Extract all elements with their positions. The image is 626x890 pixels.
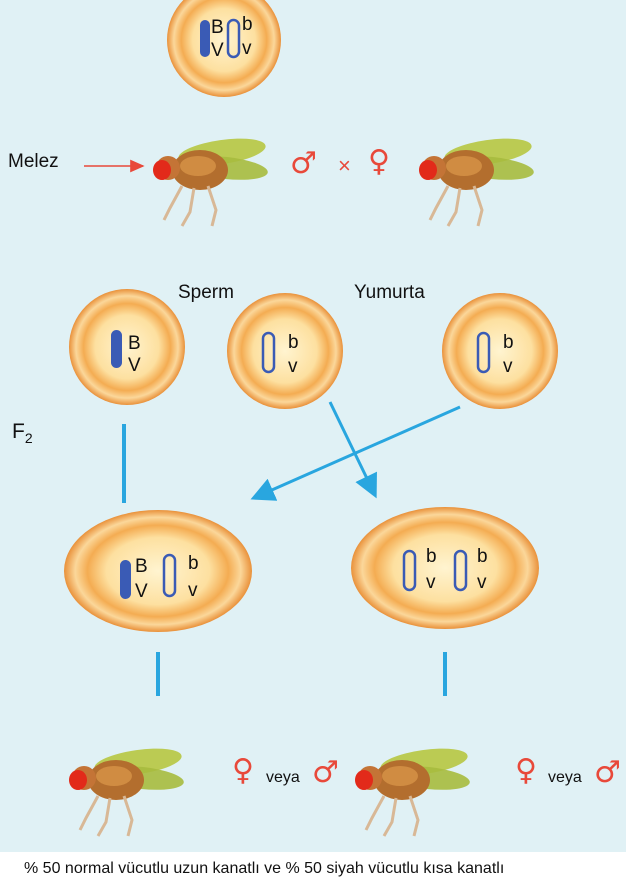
female-icon: ♀ (368, 144, 390, 179)
svg-text:b: b (426, 546, 437, 567)
fly-image-black (355, 744, 471, 836)
generation-label: F2 (12, 420, 33, 446)
allele-label: v (242, 38, 252, 59)
male-icon: ♂ (594, 755, 621, 790)
svg-text:v: v (288, 356, 298, 377)
fertilization-arrow (256, 407, 460, 497)
svg-text:B: B (128, 333, 141, 354)
egg-label: Yumurta (354, 282, 425, 304)
fly-image-male (153, 134, 269, 226)
caption: % 50 normal vücutlu uzun kanatlı ve % 50… (24, 860, 504, 878)
svg-text:V: V (135, 581, 148, 602)
svg-text:v: v (477, 572, 487, 593)
allele-label: B (211, 17, 224, 38)
sperm-cell-dominant: B V (69, 289, 185, 405)
or-label: veya (548, 769, 582, 787)
svg-text:b: b (477, 546, 488, 567)
allele-label: b (242, 14, 253, 35)
svg-text:V: V (128, 355, 141, 376)
male-icon: ♂ (312, 755, 339, 790)
parent-cell: B V b v (167, 0, 281, 97)
svg-text:b: b (503, 332, 514, 353)
female-icon: ♀ (232, 753, 254, 788)
chromosome-dark (200, 20, 210, 57)
egg-cell: b v (442, 293, 558, 409)
sperm-cell-recessive: b v (227, 293, 343, 409)
svg-text:b: b (188, 553, 199, 574)
hybrid-label: Melez (8, 151, 59, 173)
svg-text:v: v (426, 572, 436, 593)
zygote-homozygous-recessive: b v b v (351, 507, 539, 629)
or-label: veya (266, 769, 300, 787)
svg-text:b: b (288, 332, 299, 353)
cross-symbol: × (338, 153, 351, 179)
female-icon: ♀ (515, 753, 537, 788)
fly-image-female (419, 134, 535, 226)
svg-text:v: v (188, 580, 198, 601)
sperm-label: Sperm (178, 282, 234, 304)
male-icon: ♂ (290, 146, 317, 181)
zygote-heterozygous: B V b v (64, 510, 252, 632)
fly-image-normal (69, 744, 185, 836)
svg-text:B: B (135, 556, 148, 577)
svg-text:v: v (503, 356, 513, 377)
allele-label: V (211, 40, 224, 61)
